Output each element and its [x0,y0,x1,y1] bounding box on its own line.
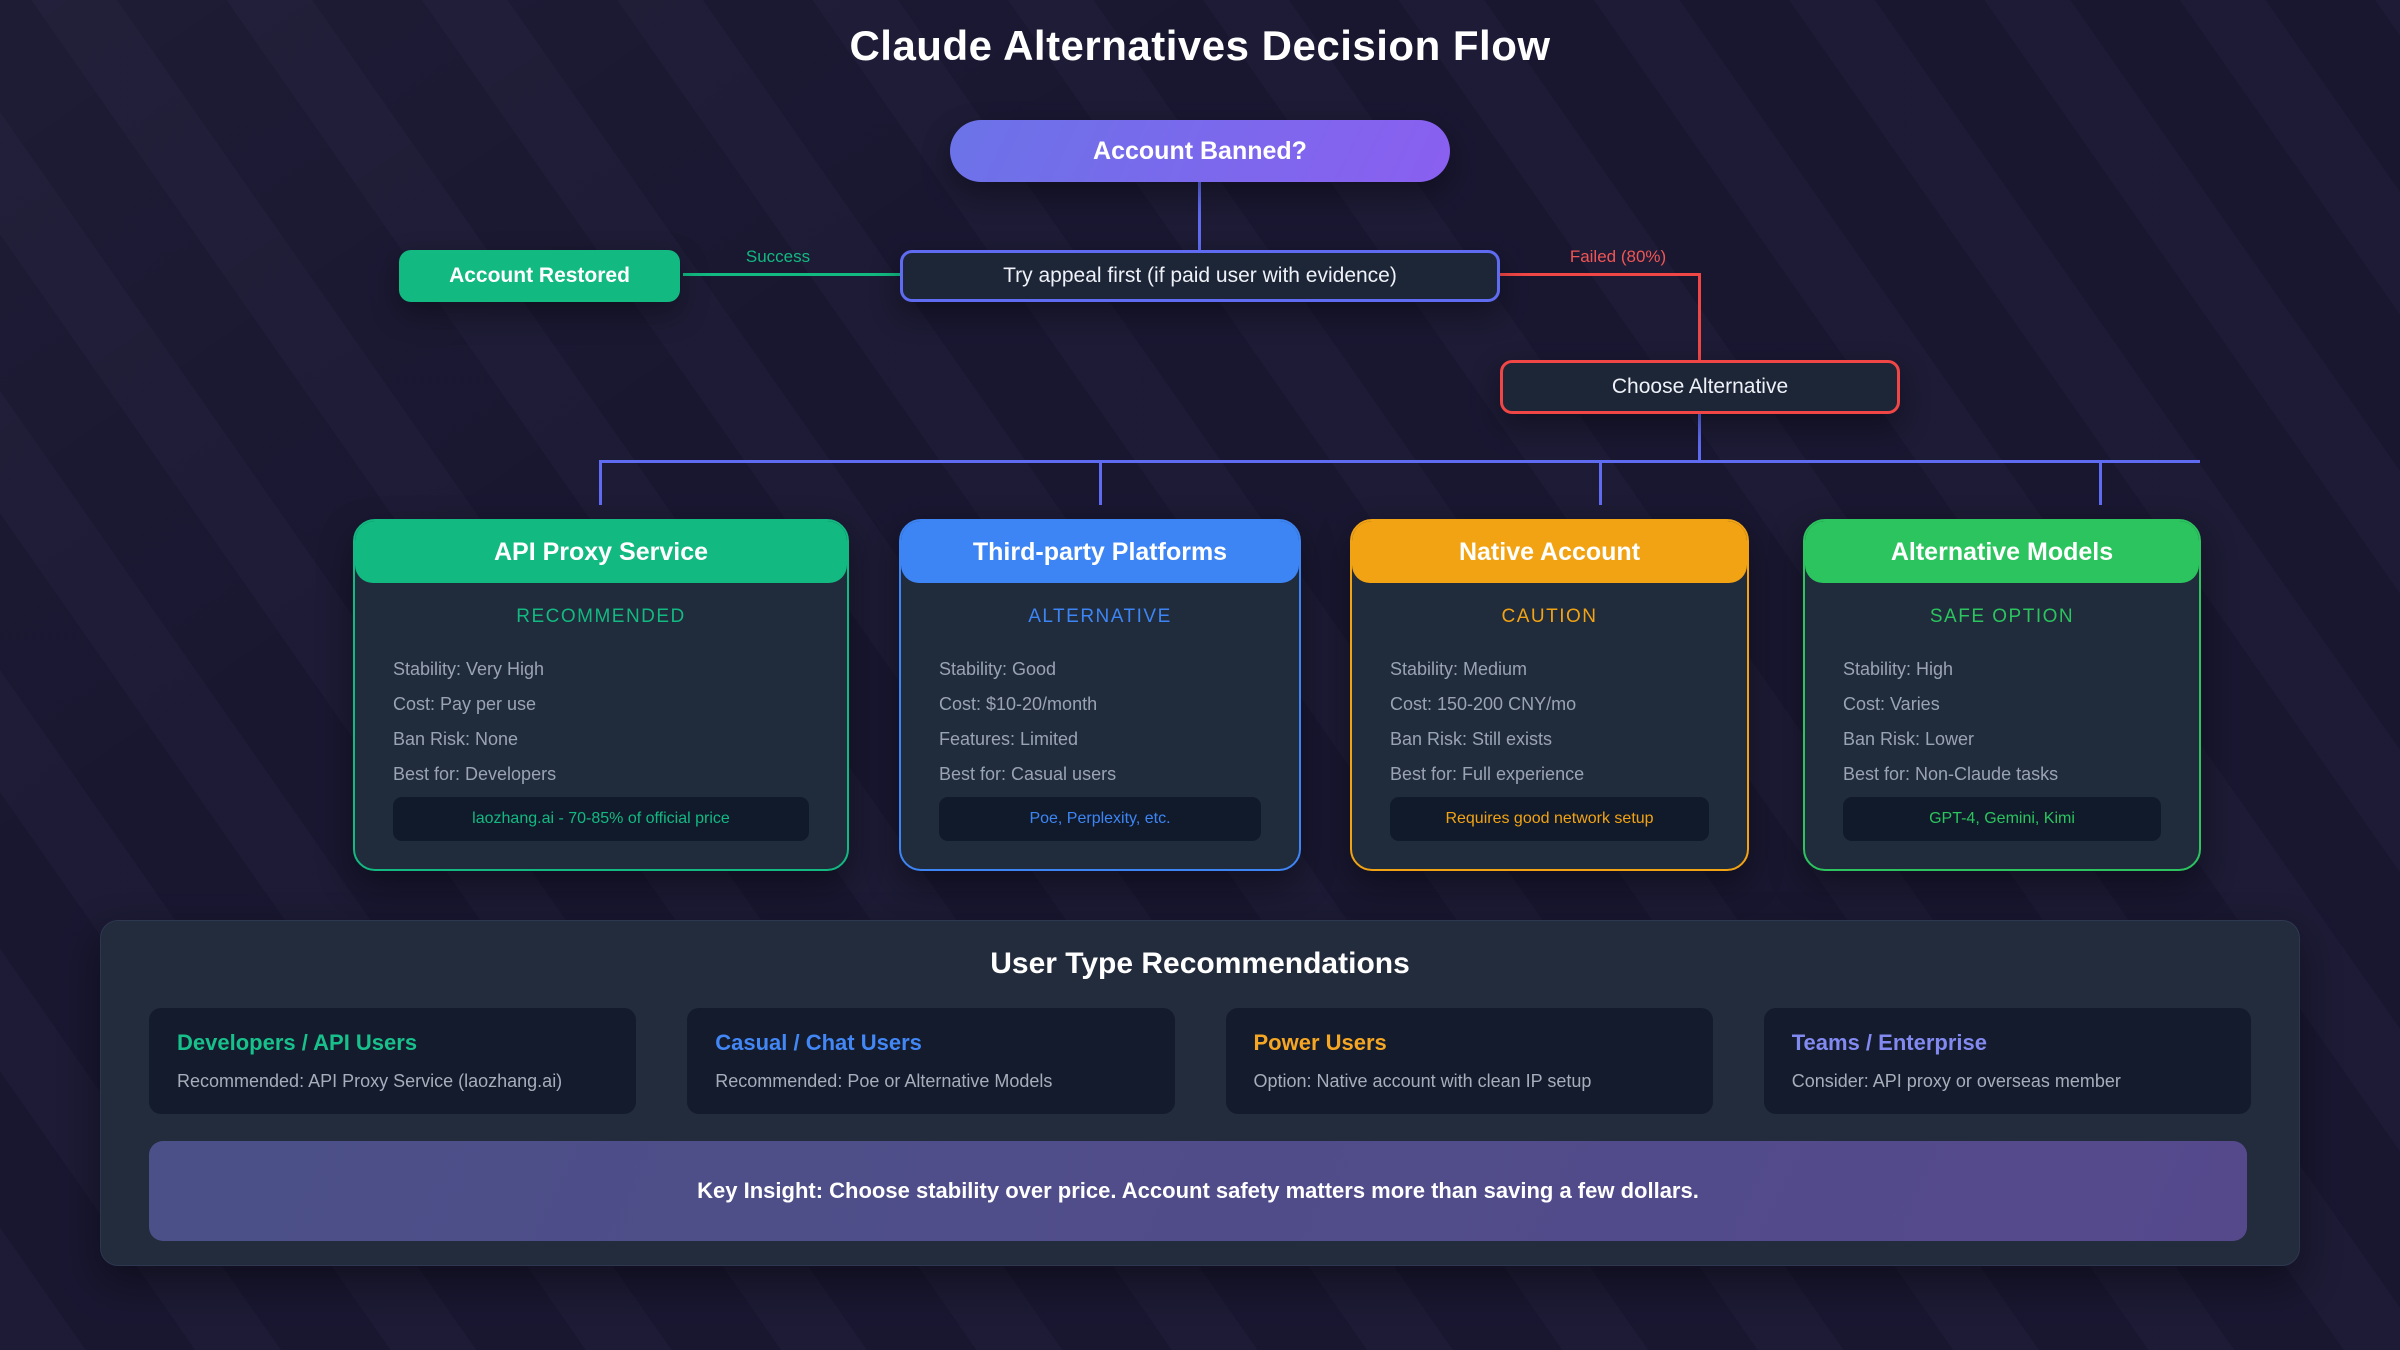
flow-node-account-restored-label: Account Restored [449,264,630,287]
option-card-footer: Poe, Perplexity, etc. [939,797,1261,841]
key-insight-banner: Key Insight: Choose stability over price… [149,1141,2247,1241]
option-card-stat: Stability: Good [939,659,1057,679]
option-card-badge: SAFE OPTION [1929,606,2075,627]
option-card-stat: Ban Risk: None [393,729,519,749]
flow-node-account-restored: Account Restored [399,250,680,302]
user-type-card-developers: Developers / API Users Recommended: API … [149,1008,637,1114]
flow-node-try-appeal: Try appeal first (if paid user with evid… [900,250,1500,302]
option-card-stats: Stability: High Cost: Varies Ban Risk: L… [1805,652,2199,792]
option-card-stat: Best for: Non-Claude tasks [1843,764,2059,784]
option-card-stat: Cost: Pay per use [393,694,537,714]
option-card-header: Native Account [1352,521,1747,583]
option-card-stats: Stability: Good Cost: $10-20/month Featu… [901,652,1299,792]
option-card-header: API Proxy Service [355,521,847,583]
option-card-stat: Features: Limited [939,729,1079,749]
connector-drop-native [1599,460,1602,505]
page-title: Claude Alternatives Decision Flow [849,22,1551,69]
option-card-native-account: Native Account CAUTION Stability: Medium… [1350,519,1749,871]
connector-failed-line-vertical [1698,273,1701,360]
edge-label-success: Success [745,247,811,266]
option-card-alternative-models: Alternative Models SAFE OPTION Stability… [1803,519,2201,871]
option-card-stat: Stability: Medium [1390,659,1528,679]
connector-success-line [683,273,900,276]
flow-node-try-appeal-label: Try appeal first (if paid user with evid… [1003,264,1397,287]
user-type-text: Option: Native account with clean IP set… [1253,1071,1592,1091]
option-card-header: Alternative Models [1805,521,2199,583]
user-type-card-row: Developers / API Users Recommended: API … [149,1008,2251,1114]
option-card-badge: CAUTION [1501,606,1598,627]
recommendations-panel: User Type Recommendations Developers / A… [100,920,2300,1266]
option-card-stats: Stability: Medium Cost: 150-200 CNY/mo B… [1352,652,1747,792]
flow-node-choose-alternative-label: Choose Alternative [1611,375,1789,398]
user-type-heading: Casual / Chat Users [715,1030,922,1055]
option-card-footer: laozhang.ai - 70-85% of official price [393,797,809,841]
connector-drop-third-party [1099,460,1102,505]
flow-node-choose-alternative: Choose Alternative [1500,360,1900,414]
option-card-third-party: Third-party Platforms ALTERNATIVE Stabil… [899,519,1301,871]
option-card-stat: Best for: Full experience [1390,764,1585,784]
connector-branch-rail [599,460,2200,463]
option-card-badge: RECOMMENDED [516,606,686,627]
connector-choose-down [1698,414,1701,460]
edge-label-failed: Failed (80%) [1569,247,1667,266]
option-card-stat: Best for: Casual users [939,764,1117,784]
option-card-stat: Cost: Varies [1843,694,1940,714]
option-card-stat: Stability: Very High [393,659,545,679]
user-type-heading: Teams / Enterprise [1791,1030,1987,1055]
option-card-stat: Cost: 150-200 CNY/mo [1390,694,1577,714]
option-card-stat: Ban Risk: Still exists [1390,729,1553,749]
option-card-footer: Requires good network setup [1390,797,1709,841]
option-card-stat: Cost: $10-20/month [939,694,1098,714]
user-type-text: Recommended: Poe or Alternative Models [715,1071,1053,1091]
user-type-card-casual: Casual / Chat Users Recommended: Poe or … [687,1008,1175,1114]
option-card-badge: ALTERNATIVE [1028,606,1172,627]
connector-failed-line-horizontal [1500,273,1701,276]
connector-drop-api-proxy [599,460,602,505]
option-card-header: Third-party Platforms [901,521,1299,583]
user-type-card-teams: Teams / Enterprise Consider: API proxy o… [1763,1008,2251,1114]
user-type-text: Recommended: API Proxy Service (laozhang… [177,1071,563,1091]
option-card-stat: Best for: Developers [393,764,557,784]
user-type-card-power-users: Power Users Option: Native account with … [1225,1008,1713,1114]
option-card-stats: Stability: Very High Cost: Pay per use B… [355,652,847,792]
user-type-heading: Power Users [1253,1030,1387,1055]
option-card-stat: Ban Risk: Lower [1843,729,1975,749]
user-type-text: Consider: API proxy or overseas member [1791,1071,2121,1091]
connector-banned-to-appeal [1198,182,1201,250]
flow-node-account-banned: Account Banned? [950,120,1450,182]
user-type-heading: Developers / API Users [177,1030,418,1055]
connector-drop-alt-models [2099,460,2102,505]
recommendations-title: User Type Recommendations [990,947,1410,980]
option-card-api-proxy: API Proxy Service RECOMMENDED Stability:… [353,519,849,871]
option-card-footer: GPT-4, Gemini, Kimi [1843,797,2161,841]
flow-node-account-banned-label: Account Banned? [1093,136,1307,165]
key-insight-text: Key Insight: Choose stability over price… [697,1178,1699,1203]
option-card-stat: Stability: High [1843,659,1954,679]
